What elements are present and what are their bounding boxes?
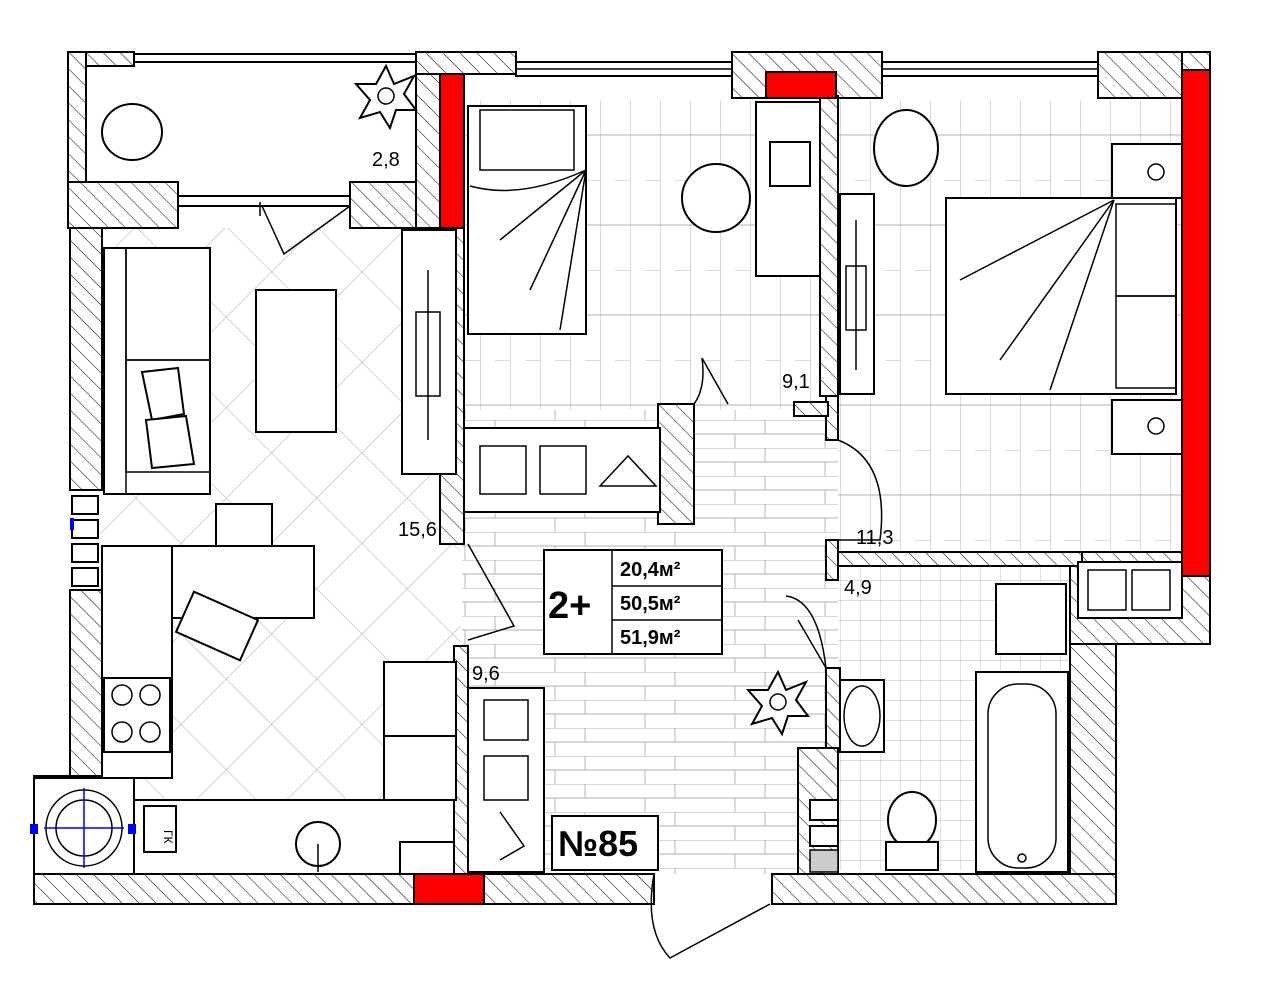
- area-balcony: 2,8: [372, 149, 400, 171]
- tv-cabinet-icon: [401, 229, 457, 475]
- area-living: 20,4м²: [620, 559, 681, 581]
- desk-chair-icon: [681, 163, 751, 233]
- area-total-balcony: 51,9м²: [620, 627, 681, 649]
- sink-icon: [295, 821, 341, 872]
- hanger-icon: [598, 454, 658, 487]
- sofa-icon: [103, 247, 211, 495]
- armchair-icon: [873, 109, 939, 187]
- windows: [133, 53, 1099, 207]
- fridge-icon: [383, 661, 457, 801]
- dishwasher: [399, 841, 455, 875]
- unit-number: №85: [558, 823, 638, 864]
- area-living-kitchen: 15,6: [398, 519, 437, 541]
- wardrobe-icon: [463, 427, 661, 513]
- area-hallway: 9,6: [472, 663, 500, 685]
- hall-wardrobe-icon: [467, 687, 545, 873]
- table-icon: [255, 289, 337, 433]
- balcony-chair-icon: [101, 103, 163, 161]
- area-bedroom-large: 11,3: [856, 527, 893, 549]
- laptop-icon: [769, 141, 811, 187]
- unit-number-box: [551, 815, 659, 871]
- double-bed-icon: [945, 197, 1177, 395]
- toilet-icon: [885, 791, 939, 871]
- bearing-walls: [413, 69, 1211, 905]
- utility-sockets: [70, 495, 99, 587]
- info-block: 2+ 20,4м² 50,5м² 51,9м²: [543, 549, 723, 655]
- boiler-label: ГК: [161, 830, 175, 844]
- area-total: 50,5м²: [620, 593, 681, 615]
- plant-icon: [745, 669, 810, 737]
- stove-icon: [103, 677, 171, 753]
- rooms-count: 2+: [548, 585, 591, 627]
- bathtub-icon: [975, 671, 1069, 873]
- boiler-icon: [30, 777, 136, 875]
- washing-machine-icon: [995, 583, 1067, 655]
- area-bathroom: 4,9: [844, 577, 872, 599]
- gas-meter-box: [143, 805, 177, 853]
- bathroom-utility: [809, 799, 839, 873]
- doors: [259, 202, 883, 959]
- washbasin-icon: [839, 679, 885, 753]
- closet-large: [839, 193, 875, 395]
- area-bedroom-small: 9,1: [782, 371, 810, 393]
- desk-icon: [755, 101, 821, 277]
- plant-icon: [353, 63, 418, 131]
- hanger-icon: [499, 811, 526, 861]
- nightstand-icon: [1111, 143, 1183, 455]
- bedroom-wardrobe: [1077, 561, 1183, 619]
- bed-icon: [467, 105, 587, 335]
